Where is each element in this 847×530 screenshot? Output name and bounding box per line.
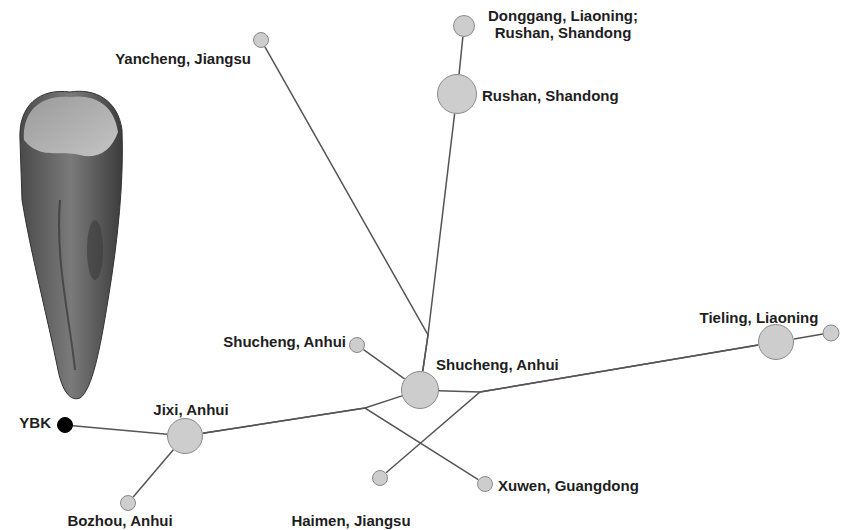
network-branch: [364, 350, 405, 379]
haplotype-circle: Rushan, Shandong: [437, 74, 477, 114]
place-label: YBK: [19, 414, 51, 431]
place-label: Jixi, Anhui: [153, 401, 228, 418]
network-branch: [459, 37, 463, 74]
label-wrap: Tieling, Liaoning: [700, 309, 819, 326]
network-branch: [73, 426, 167, 435]
place-label: Shucheng, Anhui: [436, 356, 559, 373]
place-label: Shucheng, Anhui: [223, 333, 346, 350]
label-wrap: Jixi, Anhui: [153, 401, 228, 418]
label-wrap: Xuwen, Guangdong: [498, 477, 639, 494]
haplotype-circle: Bozhou, Anhui: [120, 495, 136, 511]
haplotype-circle: Tieling, Liaoning: [758, 324, 794, 360]
label-wrap: YBK: [19, 414, 51, 431]
label-wrap: Rushan, Shandong: [482, 87, 619, 104]
tooth-photo: [20, 91, 123, 399]
network-branch: [794, 334, 823, 339]
haplotype-circle: Jixi, Anhui: [167, 418, 203, 454]
place-label: Bozhou, Anhui: [67, 512, 172, 529]
place-label: Haimen, Jiangsu: [291, 512, 410, 529]
haplotype-circle: Donggang, Liaoning; Rushan, Shandong: [453, 15, 475, 37]
haplotype-circle: Yancheng, Jiangsu: [253, 32, 269, 48]
label-wrap: Donggang, Liaoning; Rushan, Shandong: [479, 7, 647, 41]
label-wrap: Haimen, Jiangsu: [291, 512, 410, 529]
haplotype-circle: [823, 325, 839, 341]
haplotype-circle: Xuwen, Guangdong: [477, 476, 493, 492]
network-branch: [265, 47, 428, 371]
label-wrap: Shucheng, Anhui: [436, 356, 559, 373]
label-wrap: Shucheng, Anhui: [223, 333, 346, 350]
place-label: Rushan, Shandong: [482, 87, 619, 104]
network-branch: [133, 450, 173, 497]
network-branch: [386, 345, 758, 473]
haplotype-circle: Haimen, Jiangsu: [372, 470, 388, 486]
place-label: Donggang, Liaoning; Rushan, Shandong: [479, 7, 647, 41]
label-wrap: Bozhou, Anhui: [67, 512, 172, 529]
network-branch: [203, 408, 478, 480]
haplotype-circle: Shucheng, Anhui: [401, 371, 439, 409]
haplotype-circle: YBK: [57, 417, 73, 433]
network-branch: [203, 396, 402, 433]
place-label: Yancheng, Jiangsu: [115, 50, 251, 67]
place-label: Tieling, Liaoning: [700, 309, 819, 326]
place-label: Xuwen, Guangdong: [498, 477, 639, 494]
haplotype-circle: Shucheng, Anhui: [349, 337, 365, 353]
network-branch: [423, 114, 455, 371]
label-wrap: Yancheng, Jiangsu: [115, 50, 251, 67]
